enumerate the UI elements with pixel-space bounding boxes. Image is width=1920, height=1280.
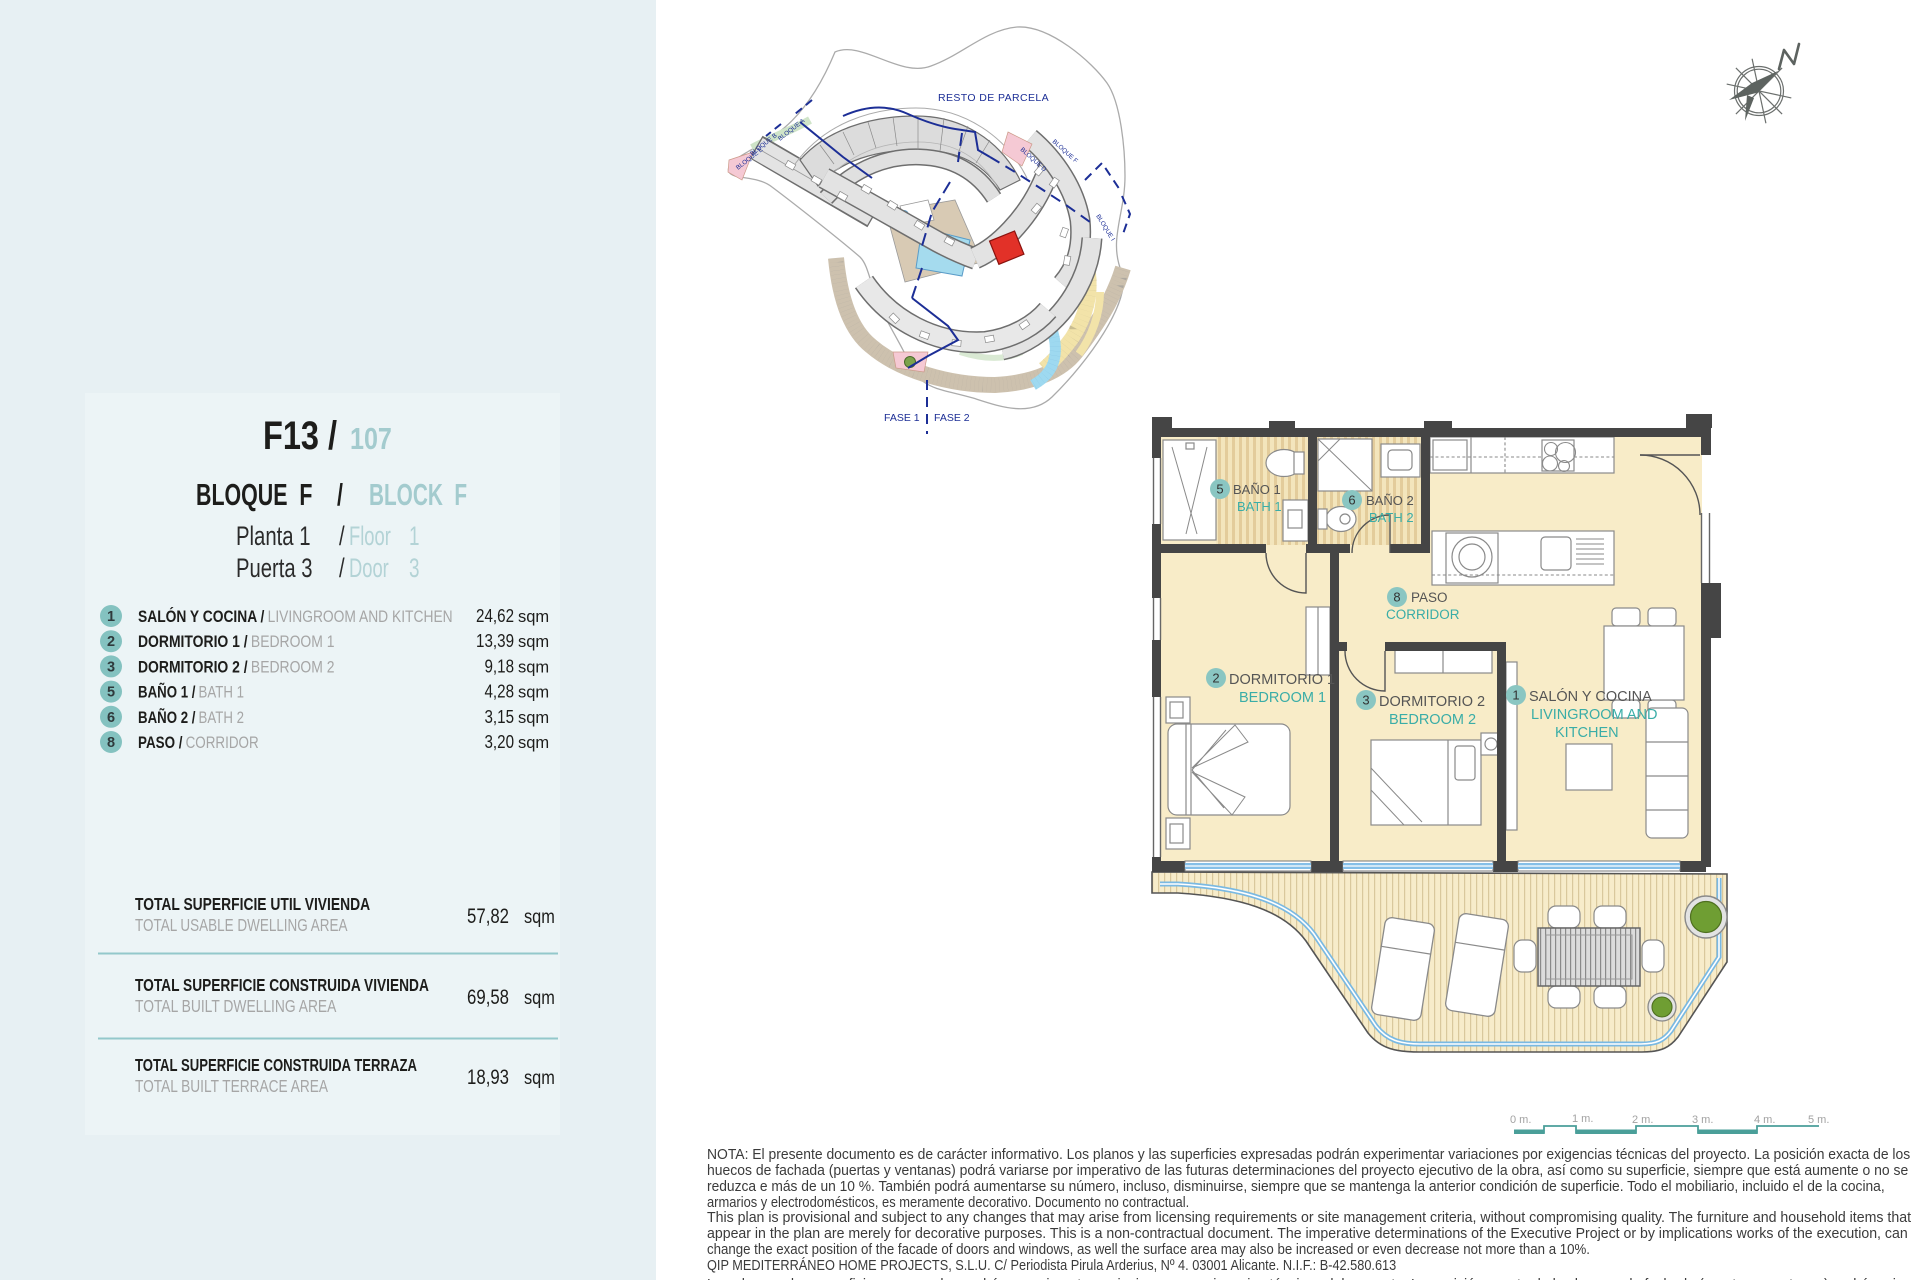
svg-text:Planta 1: Planta 1 xyxy=(236,521,311,552)
svg-text:CORRIDOR: CORRIDOR xyxy=(1386,607,1460,622)
svg-text:18,93: 18,93 xyxy=(467,1066,509,1089)
svg-text:BEDROOM 2: BEDROOM 2 xyxy=(1389,712,1476,728)
svg-text:8: 8 xyxy=(1393,590,1400,605)
svg-text:FASE 1: FASE 1 xyxy=(884,412,920,424)
svg-text:3,15: 3,15 xyxy=(484,706,514,727)
svg-text:107: 107 xyxy=(350,420,392,455)
svg-text:TOTAL SUPERFICIE CONSTRUIDA TE: TOTAL SUPERFICIE CONSTRUIDA TERRAZA xyxy=(135,1056,417,1075)
svg-text:24,62: 24,62 xyxy=(476,606,514,627)
svg-text:57,82: 57,82 xyxy=(467,905,509,928)
svg-text:BLOCK F: BLOCK F xyxy=(369,477,467,512)
svg-text:/: / xyxy=(339,521,345,552)
svg-text:sqm: sqm xyxy=(524,1067,555,1088)
svg-text:4 m.: 4 m. xyxy=(1754,1114,1775,1126)
svg-text:DORMITORIO 2 /BEDROOM 2: DORMITORIO 2 /BEDROOM 2 xyxy=(138,658,334,677)
svg-text:PASO: PASO xyxy=(1411,590,1448,605)
svg-text:1: 1 xyxy=(107,609,115,625)
svg-text:3: 3 xyxy=(409,553,420,583)
svg-text:1 m.: 1 m. xyxy=(1572,1113,1593,1125)
svg-text:13,39: 13,39 xyxy=(476,631,514,652)
svg-text:BLOQUE F: BLOQUE F xyxy=(196,477,312,512)
svg-text:Puerta 3: Puerta 3 xyxy=(236,553,313,584)
svg-text:1: 1 xyxy=(409,521,420,551)
svg-text:SALÓN Y COCINA: SALÓN Y COCINA xyxy=(1529,688,1652,705)
svg-text:BAÑO 2 /BATH 2: BAÑO 2 /BATH 2 xyxy=(138,707,244,727)
svg-text:F13 /: F13 / xyxy=(263,413,337,458)
svg-text:BATH 1: BATH 1 xyxy=(1237,499,1282,514)
svg-text:BAÑO 1 /BATH 1: BAÑO 1 /BATH 1 xyxy=(138,682,244,702)
svg-text:TOTAL BUILT DWELLING AREA: TOTAL BUILT DWELLING AREA xyxy=(135,998,337,1017)
svg-text:2: 2 xyxy=(107,634,115,650)
svg-text:DORMITORIO 1: DORMITORIO 1 xyxy=(1229,672,1335,688)
svg-text:Door: Door xyxy=(349,552,389,582)
svg-text:8: 8 xyxy=(107,735,115,751)
svg-text:2 m.: 2 m. xyxy=(1632,1114,1653,1126)
svg-text:9,18: 9,18 xyxy=(484,656,514,677)
svg-text:SALÓN Y COCINA /LIVINGROOM AND: SALÓN Y COCINA /LIVINGROOM AND KITCHEN xyxy=(138,607,453,627)
svg-text:sqm: sqm xyxy=(518,709,549,727)
svg-text:69,58: 69,58 xyxy=(467,986,509,1009)
svg-text:BAÑO 2: BAÑO 2 xyxy=(1366,493,1414,508)
svg-text:RESTO DE PARCELA: RESTO DE PARCELA xyxy=(938,92,1049,104)
svg-text:TOTAL USABLE DWELLING AREA: TOTAL USABLE DWELLING AREA xyxy=(135,916,348,935)
svg-text:sqm: sqm xyxy=(518,734,549,752)
svg-text:sqm: sqm xyxy=(518,658,549,676)
svg-text:BATH 2: BATH 2 xyxy=(1369,510,1414,525)
svg-text:BEDROOM 1: BEDROOM 1 xyxy=(1239,690,1326,706)
svg-text:5 m.: 5 m. xyxy=(1808,1114,1829,1126)
svg-text:PASO /CORRIDOR: PASO /CORRIDOR xyxy=(138,734,259,753)
svg-text:sqm: sqm xyxy=(524,906,555,927)
svg-text:5: 5 xyxy=(1216,482,1223,497)
svg-text:DORMITORIO 2: DORMITORIO 2 xyxy=(1379,694,1485,710)
svg-text:6: 6 xyxy=(1348,493,1355,508)
svg-text:sqm: sqm xyxy=(518,608,549,626)
svg-text:3: 3 xyxy=(107,659,115,675)
svg-text:TOTAL SUPERFICIE CONSTRUIDA VI: TOTAL SUPERFICIE CONSTRUIDA VIVIENDA xyxy=(135,977,429,996)
svg-text:Floor: Floor xyxy=(349,520,391,550)
svg-text:3,20: 3,20 xyxy=(484,732,514,753)
svg-text:3: 3 xyxy=(1362,693,1369,708)
svg-text:sqm: sqm xyxy=(518,684,549,702)
svg-text:sqm: sqm xyxy=(524,987,555,1008)
svg-text:4,28: 4,28 xyxy=(484,681,514,702)
svg-text:/: / xyxy=(339,553,345,584)
svg-text:2: 2 xyxy=(1212,671,1219,686)
svg-text:TOTAL BUILT TERRACE AREA: TOTAL BUILT TERRACE AREA xyxy=(135,1078,328,1097)
svg-text:LIVINGROOM AND: LIVINGROOM AND xyxy=(1531,707,1658,723)
svg-text:sqm: sqm xyxy=(518,633,549,651)
svg-text:BAÑO 1: BAÑO 1 xyxy=(1233,482,1281,497)
svg-text:1: 1 xyxy=(1512,688,1519,703)
svg-text:FASE 2: FASE 2 xyxy=(934,412,970,424)
svg-text:DORMITORIO 1 /BEDROOM 1: DORMITORIO 1 /BEDROOM 1 xyxy=(138,633,334,652)
svg-text:6: 6 xyxy=(107,710,115,726)
svg-text:TOTAL SUPERFICIE UTIL VIVIENDA: TOTAL SUPERFICIE UTIL VIVIENDA xyxy=(135,896,370,915)
svg-text:3 m.: 3 m. xyxy=(1692,1114,1713,1126)
svg-text:/: / xyxy=(337,477,343,512)
svg-text:5: 5 xyxy=(107,685,115,701)
svg-text:0 m.: 0 m. xyxy=(1510,1114,1531,1126)
svg-text:KITCHEN: KITCHEN xyxy=(1555,725,1619,741)
